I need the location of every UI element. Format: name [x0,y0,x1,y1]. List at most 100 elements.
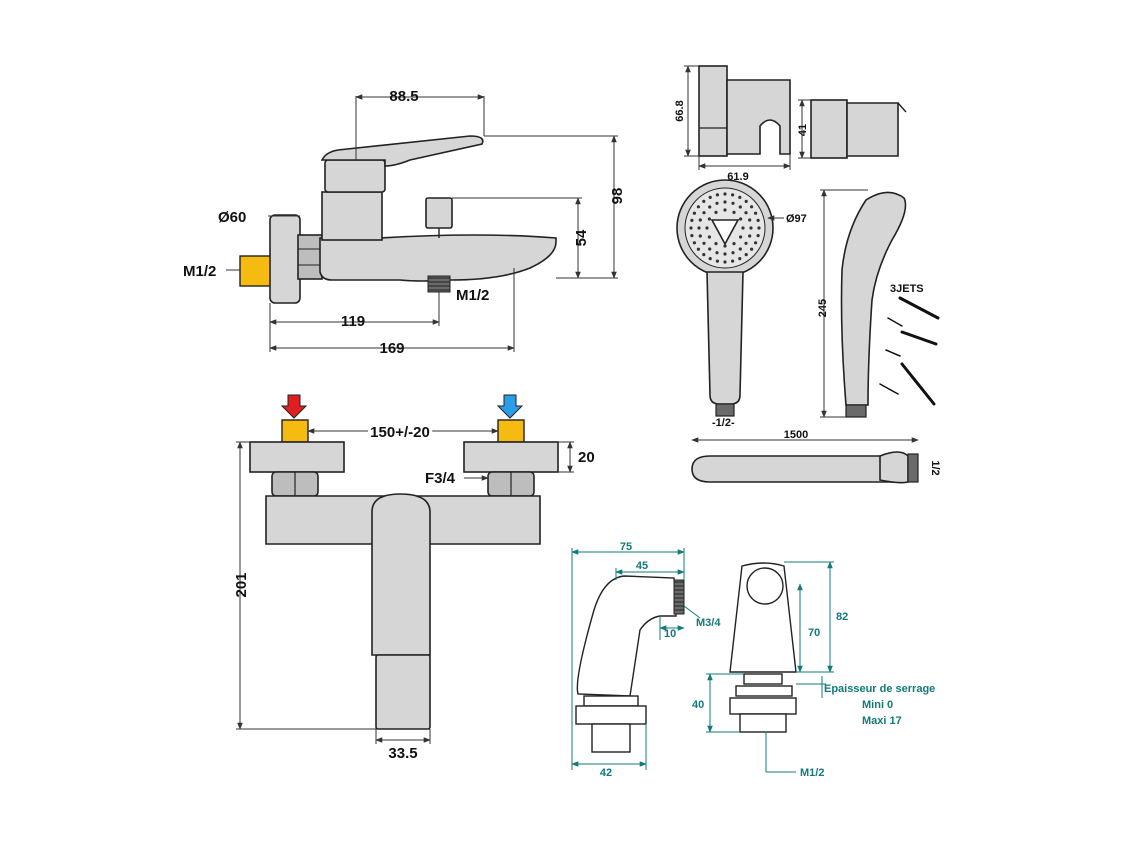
spray-nozzle [723,260,727,264]
spray-nozzle [708,257,712,261]
dim-spout-shank: 40 [692,699,704,711]
hot-inlet-thread [281,419,309,443]
cold-inlet-thread [497,419,525,443]
shower-hose: 1500 1/2 [691,429,941,484]
spray-nozzle [744,211,748,215]
spray-nozzle [707,235,712,239]
spray-nozzle [744,199,748,203]
dim-nut-thread: F3/4 [425,470,456,487]
spray-nozzle [708,195,712,199]
spray-nozzle [715,251,719,255]
holder-cradle [726,79,791,155]
outlet-thread [427,275,451,293]
spray-nozzle [708,205,712,209]
spout-base-nut [575,705,647,725]
dim-inlet-thread: M1/2 [183,263,216,280]
cold-arrow-icon [496,394,524,419]
dim-body-height: 201 [233,572,250,597]
dim-eccentric-height: 20 [578,449,595,466]
spray-nozzle [756,234,760,238]
dim-lever-width: 33.5 [388,745,417,762]
dim-spout-offset: 45 [636,560,648,572]
shower-connector [715,403,735,417]
jets-label: 3JETS [890,283,924,295]
spray-nozzle [715,193,720,197]
spray-nozzle [715,201,719,205]
spout-side-profile [576,575,677,697]
hose-body [691,455,901,483]
spray-nozzle [723,192,727,196]
spray-nozzle [702,241,706,245]
spray-nozzle [692,241,697,245]
bath-mixer-side-view: 88.5 98 54 Ø60 M1/2 M1/2 119 169 [183,88,626,357]
spray-nozzle [715,259,720,263]
spray-nozzle [739,217,743,221]
wall-flange [269,214,301,304]
spout-front-ring [743,673,783,685]
shower-handle [706,271,744,405]
lever [320,135,484,167]
spray-nozzle [708,247,712,251]
spray-mode-icons [879,296,940,406]
spray-nozzle [757,226,761,230]
spray-nozzle [714,210,718,214]
spray-nozzle [702,199,706,203]
spray-nozzle [723,244,727,248]
hose-connector [907,453,919,483]
mixer-body [319,234,557,282]
spray-nozzle [738,247,742,251]
spout-front-shank [739,713,787,733]
spray-nozzle [750,247,754,251]
holder-wall-plate [698,65,728,157]
spray-nozzle [696,247,701,251]
dim-holder-depth: 41 [797,124,809,136]
clamping-title: Epaisseur de serrage [824,683,935,695]
dim-wall-flange: Ø60 [218,209,246,226]
spray-nozzle [689,226,693,230]
spray-nozzle [754,241,758,245]
spray-nozzle [744,253,748,257]
spray-nozzle [692,211,697,215]
spray-nozzle [702,253,706,257]
dim-spout-height-body: 70 [808,627,820,639]
dim-total-depth: 169 [379,340,404,357]
spray-nozzle [702,211,706,215]
spray-nozzle [754,211,758,215]
dim-spout-thread: M3/4 [696,617,721,629]
holder-side-cradle [846,102,899,157]
spray-nozzle [744,241,748,245]
dim-hose-connection: 1/2 [929,460,941,475]
dim-total-height: 98 [609,188,626,205]
dim-hose-length: 1500 [784,429,808,441]
spray-nozzle [690,218,694,222]
front-lever [371,493,431,656]
spray-nozzle [738,195,742,199]
spray-nozzle [698,218,702,222]
spray-nozzle [749,226,753,230]
spray-nozzle [731,259,735,263]
lever-cap [324,159,386,193]
front-spout [375,654,431,730]
spray-nozzle [723,200,727,204]
spray-nozzle [738,205,742,209]
spray-nozzle [697,226,701,230]
cold-wall-flange [463,441,559,473]
spray-nozzle [723,252,727,256]
dim-spout-base-width: 42 [600,767,612,779]
hose-end [879,451,909,484]
dim-spout-reach: 88.5 [389,88,418,105]
hand-shower: Ø97 -1/2- 245 3JETS [676,179,940,429]
cartridge-housing [321,191,383,241]
spray-nozzle [738,257,742,261]
dim-outlet-offset: 119 [341,313,365,330]
spray-nozzle [732,242,736,246]
spray-nozzle [696,205,701,209]
bath-mixer-front-view: 150+/-20 20 F3/4 201 33.5 [233,394,595,762]
hot-arrow-icon [280,394,308,419]
dim-spout-thread-length: 10 [664,628,676,640]
spray-nozzle [707,217,712,221]
spray-nozzle [690,234,694,238]
spray-nozzles [689,192,761,264]
spout-front-nut [729,697,797,715]
dim-spout-height-total: 82 [836,611,848,623]
